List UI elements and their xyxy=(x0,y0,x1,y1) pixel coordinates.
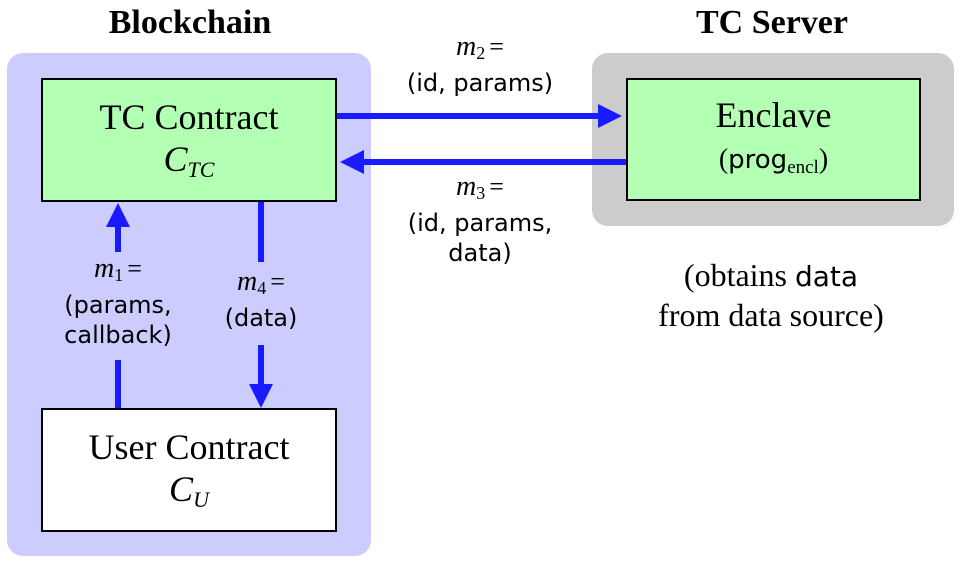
arrow-m3-head xyxy=(340,150,364,174)
message-m3-label: m3 = (id, params, data) xyxy=(407,171,553,268)
message-m2-label: m2 = (id, params) xyxy=(406,31,554,98)
data-source-note: (obtains data from data source) xyxy=(596,256,946,334)
tc-contract-title: TC Contract xyxy=(99,97,279,137)
arrow-m1-head xyxy=(106,203,130,227)
arrow-m4-head xyxy=(249,384,273,408)
message-m4-label: m4 = (data) xyxy=(224,266,298,333)
enclave-title: Enclave xyxy=(715,95,832,135)
tc-server-heading: TC Server xyxy=(695,4,848,41)
enclave-box: Enclave (progencl) xyxy=(626,78,921,201)
data-source-note-line2: from data source) xyxy=(658,297,884,333)
tc-contract-symbol: CTC xyxy=(163,139,215,182)
user-contract-title: User Contract xyxy=(88,427,290,467)
arrow-m2-head xyxy=(598,104,622,128)
user-contract-symbol: CU xyxy=(169,469,209,512)
data-source-note-line1: (obtains data xyxy=(683,257,859,293)
message-m1-label: m1 = (params, callback) xyxy=(64,253,172,350)
user-contract-box: User Contract CU xyxy=(41,408,337,532)
enclave-program: (progencl) xyxy=(718,144,829,178)
blockchain-heading: Blockchain xyxy=(108,4,272,41)
tc-contract-box: TC Contract CTC xyxy=(41,78,337,202)
